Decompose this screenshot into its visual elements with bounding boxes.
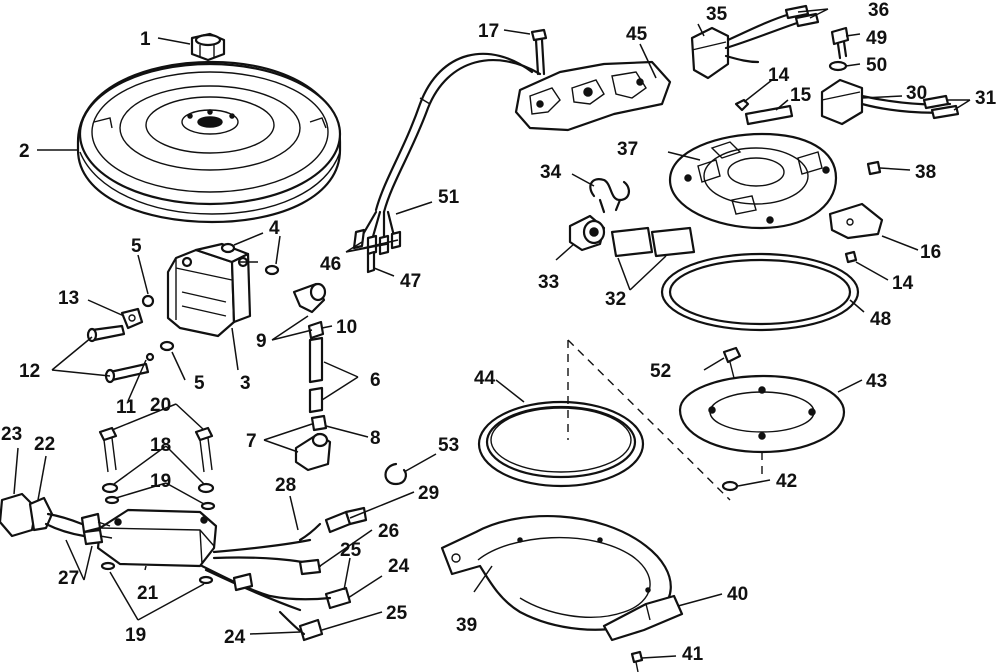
- callout-32: 32: [605, 289, 626, 310]
- callout-5a: 5: [131, 236, 142, 257]
- callout-44: 44: [474, 368, 496, 389]
- callout-30: 30: [906, 83, 927, 104]
- callout-39: 39: [456, 615, 477, 636]
- power-pack-screws: [98, 426, 216, 585]
- callout-27: 27: [58, 568, 79, 589]
- callout-5b: 5: [194, 373, 205, 394]
- leader-lines: [13, 8, 971, 659]
- callout-15: 15: [790, 85, 812, 106]
- callout-26: 26: [378, 521, 399, 542]
- plug-connector: [0, 492, 113, 546]
- callout-25a: 25: [340, 540, 362, 561]
- callout-12: 12: [19, 361, 40, 382]
- callout-31: 31: [975, 88, 997, 109]
- sensor-and-sleeves: [568, 178, 696, 258]
- callout-18: 18: [150, 435, 171, 456]
- flywheel: [76, 60, 342, 224]
- callout-25b: 25: [386, 603, 408, 624]
- armature-plate: [668, 132, 884, 264]
- callout-50: 50: [866, 55, 887, 76]
- callout-19b: 19: [125, 625, 146, 646]
- callout-19a: 19: [150, 471, 171, 492]
- callout-52: 52: [650, 361, 671, 382]
- retaining-plate: [440, 514, 684, 672]
- callout-43: 43: [866, 371, 887, 392]
- callout-22: 22: [34, 434, 55, 455]
- seal-ring: [477, 400, 645, 488]
- callout-13: 13: [58, 288, 79, 309]
- alignment-lines: [567, 339, 763, 501]
- callout-6: 6: [370, 370, 381, 391]
- retainer-ring: [660, 252, 860, 332]
- charge-coils: [690, 4, 960, 126]
- callout-51: 51: [438, 187, 460, 208]
- spark-plug-boots: [292, 282, 332, 472]
- callout-40: 40: [727, 584, 748, 605]
- flywheel-nut: [190, 32, 226, 62]
- callout-24b: 24: [224, 627, 246, 648]
- callout-53: 53: [438, 435, 459, 456]
- support-plate: [678, 346, 846, 492]
- callout-24a: 24: [388, 556, 410, 577]
- callout-29: 29: [418, 483, 439, 504]
- callout-14a: 14: [768, 65, 790, 86]
- callout-28: 28: [275, 475, 296, 496]
- callout-9: 9: [256, 331, 267, 352]
- callout-4: 4: [269, 218, 280, 239]
- callout-16: 16: [920, 242, 941, 263]
- callout-33: 33: [538, 272, 559, 293]
- callout-23: 23: [1, 424, 22, 445]
- callout-20: 20: [150, 395, 171, 416]
- callout-37: 37: [617, 139, 638, 160]
- timer-base: [514, 28, 672, 132]
- callout-17: 17: [478, 21, 499, 42]
- timer-cable: [352, 52, 542, 274]
- callout-46: 46: [320, 254, 341, 275]
- callout-47: 47: [400, 271, 421, 292]
- coil-hardware: [86, 242, 280, 384]
- callout-34: 34: [540, 162, 562, 183]
- callout-21: 21: [137, 583, 159, 604]
- callout-35: 35: [706, 4, 728, 25]
- callout-11: 11: [116, 397, 137, 418]
- callout-8: 8: [370, 428, 381, 449]
- callout-36: 36: [868, 0, 889, 21]
- ignition-coil: [166, 242, 258, 338]
- callout-41: 41: [682, 644, 704, 665]
- callout-49: 49: [866, 28, 887, 49]
- callout-38: 38: [915, 162, 936, 183]
- callout-3: 3: [240, 373, 251, 394]
- callout-45: 45: [626, 24, 648, 45]
- callout-42: 42: [776, 471, 797, 492]
- callout-10: 10: [336, 317, 357, 338]
- callout-14b: 14: [892, 273, 914, 294]
- callout-48: 48: [870, 309, 891, 330]
- callout-2: 2: [19, 141, 30, 162]
- power-pack: [96, 506, 368, 642]
- callout-1: 1: [140, 29, 151, 50]
- callout-7b: 7: [246, 431, 257, 452]
- wire-clip: [384, 462, 407, 486]
